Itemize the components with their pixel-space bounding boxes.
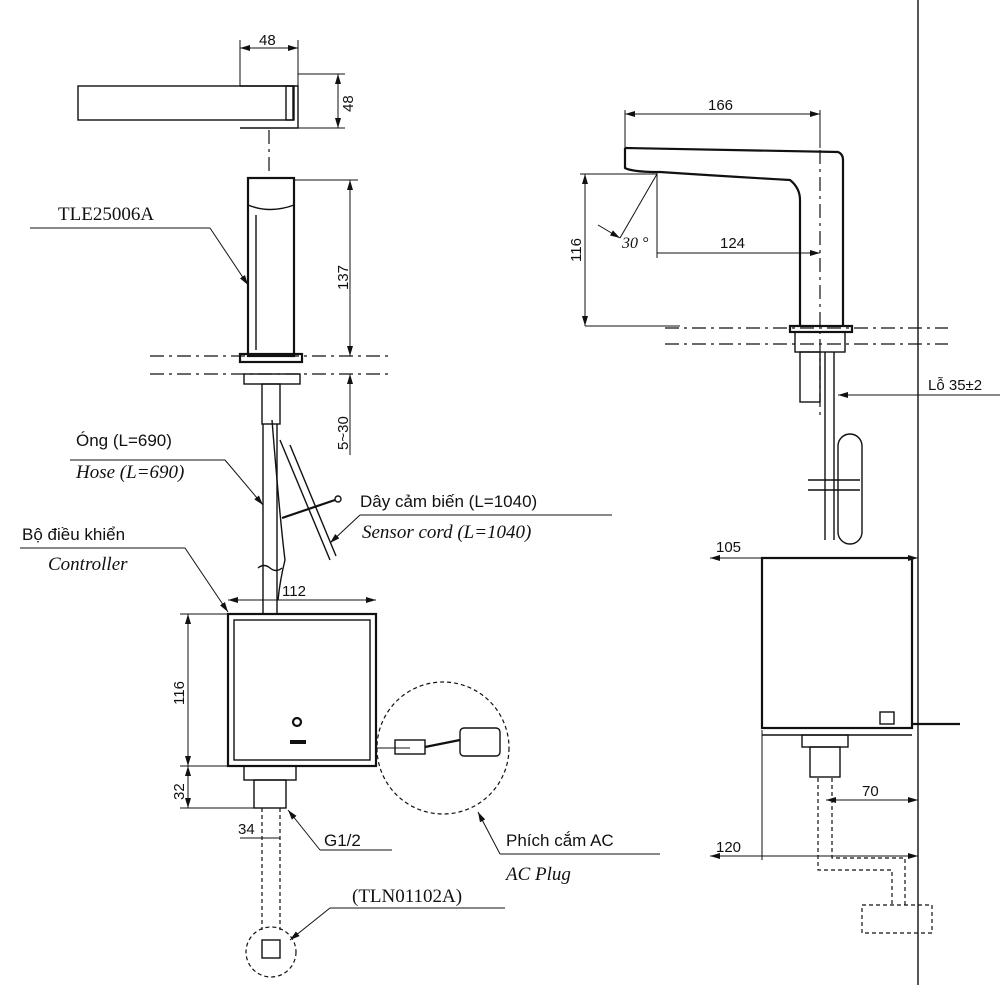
- dim-spout-reach: 166: [708, 97, 733, 114]
- top-view: [77, 40, 345, 175]
- model-label: TLE25006A: [58, 204, 154, 225]
- dim-fitting-height: 32: [171, 783, 188, 800]
- valve-model-label: (TLN01102A): [352, 886, 462, 907]
- hose-label-en: Hose (L=690): [75, 462, 184, 483]
- sensor-label-en: Sensor cord (L=1040): [362, 522, 531, 543]
- dim-top-depth: 48: [340, 95, 357, 112]
- dim-top-width: 48: [259, 32, 276, 49]
- hose-and-cord: [257, 419, 342, 615]
- plug-label-vi: Phích cắm AC: [506, 831, 614, 850]
- dim-angle: 30 °: [621, 235, 649, 252]
- controller-front: [180, 597, 510, 978]
- controller-label-vi: Bộ điều khiển: [22, 525, 125, 544]
- dim-hole: Lỗ 35±2: [928, 377, 982, 394]
- controller-label-en: Controller: [48, 554, 128, 575]
- thread-label: G1/2: [324, 831, 361, 850]
- dim-fitting-width: 34: [238, 821, 255, 838]
- sensor-label-vi: Dây cảm biến (L=1040): [360, 492, 537, 511]
- dim-controller-width: 112: [282, 583, 306, 600]
- faucet-side: [580, 110, 1000, 545]
- dim-deck-range: 5~30: [335, 416, 352, 450]
- dim-controller-height: 116: [171, 681, 188, 705]
- faucet-front: [150, 176, 390, 455]
- dim-outlet-reach: 124: [720, 235, 745, 252]
- dim-height: 137: [335, 265, 352, 290]
- plug-label-en: AC Plug: [504, 864, 571, 885]
- dim-wall-distance: 120: [716, 839, 741, 856]
- dim-controller-depth: 105: [716, 539, 741, 556]
- controller-side: [710, 555, 960, 934]
- hose-label-vi: Óng (L=690): [76, 431, 172, 450]
- dim-spout-height: 116: [568, 238, 585, 262]
- dim-wall-offset: 70: [862, 783, 879, 800]
